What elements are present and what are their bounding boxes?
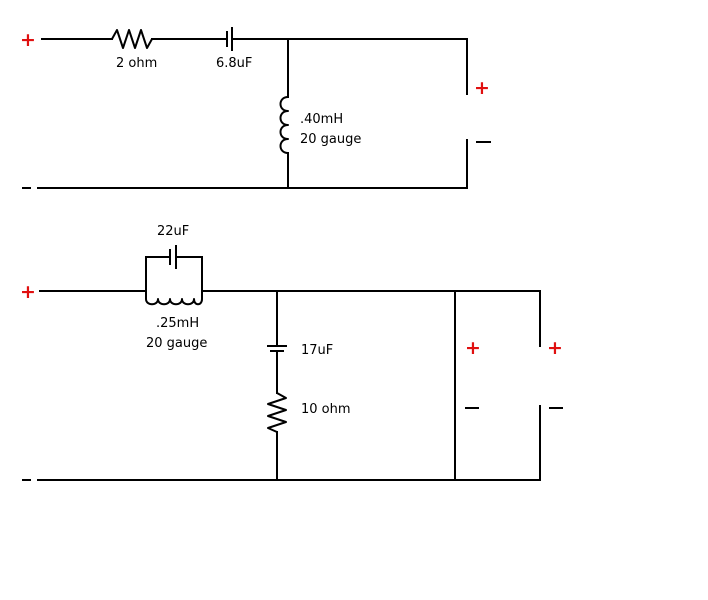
- circuit-1: + 2 ohm 6.8uF .40mH 20 gauge +: [20, 27, 491, 189]
- c2-shunt-resistor-label: 10 ohm: [301, 402, 351, 417]
- c2-parallel-capacitor-label: 22uF: [157, 224, 189, 239]
- c1-resistor-2ohm: [111, 29, 153, 49]
- circuit-2: + 22uF .25mH 20 gauge 17uF 10 ohm + +: [20, 224, 563, 481]
- c1-capacitor-6.8uf: [226, 27, 233, 51]
- c2-parallel-network: [145, 245, 203, 306]
- c1-input-positive: +: [20, 29, 36, 51]
- c2-inductor-gauge: 20 gauge: [146, 336, 207, 351]
- c2-inductor-0.25mh: [145, 291, 203, 306]
- c2-input-positive: +: [20, 281, 36, 303]
- c1-output-positive: +: [474, 77, 490, 99]
- c1-input-negative-text: –: [22, 191, 23, 193]
- c1-resistor-label: 2 ohm: [116, 56, 157, 71]
- c1-inductor-gauge: 20 gauge: [300, 132, 361, 147]
- c1-output-negative-text: —: [476, 145, 477, 147]
- c2-inductor-value: .25mH: [156, 316, 199, 331]
- c2-output1-positive: +: [465, 337, 481, 359]
- c2-output1-negative-text: —: [465, 411, 466, 413]
- c2-resistor-10ohm: [267, 392, 287, 433]
- c2-output2-positive: +: [547, 337, 563, 359]
- c2-input-negative-text: –: [22, 483, 23, 485]
- c2-shunt-capacitor-label: 17uF: [301, 343, 333, 358]
- c2-capacitor-17uf: [267, 345, 287, 352]
- c1-inductor-value: .40mH: [300, 112, 343, 127]
- c2-output2-negative-text: —: [549, 411, 550, 413]
- c1-inductor-0.40mh: [279, 96, 289, 154]
- c1-capacitor-label: 6.8uF: [216, 56, 252, 71]
